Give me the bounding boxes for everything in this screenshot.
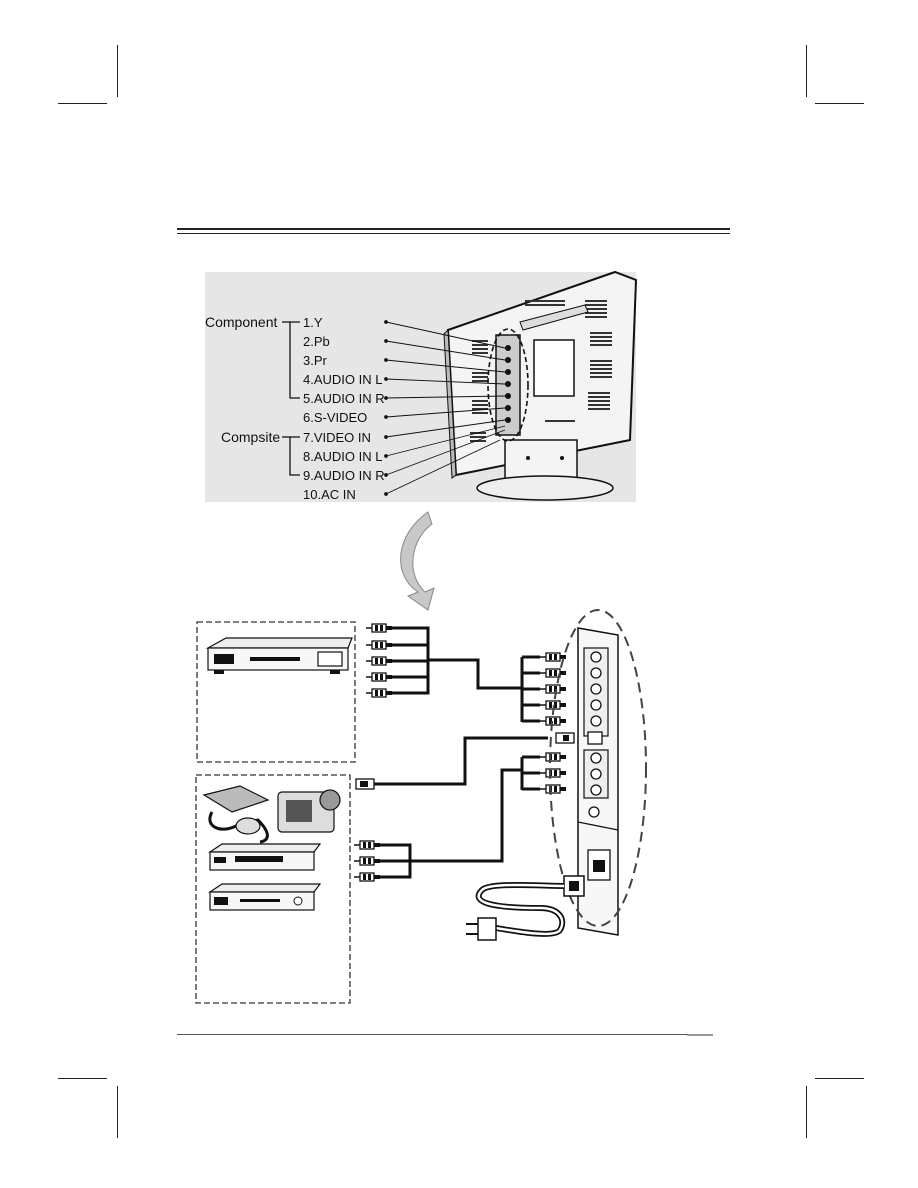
port-label-video-in: 7.VIDEO IN xyxy=(303,430,371,445)
panel-side-plugs xyxy=(539,652,575,794)
component-device-box xyxy=(196,621,356,763)
curved-arrow xyxy=(400,511,435,611)
panel-highlight-ellipse xyxy=(549,609,647,927)
dvd-player-icon xyxy=(205,637,353,674)
monitor-rear-figure: Component Compsite 1.Y 2.Pb 3.Pr 4.AUDIO… xyxy=(205,270,638,502)
port-label-audio-in-l: 4.AUDIO IN L xyxy=(303,372,382,387)
leader-lines xyxy=(384,320,506,496)
crop-mark-bottom-left-v xyxy=(117,1086,118,1138)
port-label-pb: 2.Pb xyxy=(303,334,330,349)
composite-bracket xyxy=(289,436,300,476)
header-rule-thick xyxy=(177,228,730,230)
group-label-component: Component xyxy=(205,314,277,330)
s-video-cable xyxy=(355,736,548,790)
video-game-console-icon xyxy=(202,785,270,844)
crop-mark-bottom-right-h xyxy=(815,1078,864,1079)
crop-mark-top-left-v xyxy=(117,45,118,97)
composite-cable xyxy=(353,755,540,882)
crop-mark-top-right-v xyxy=(806,45,807,97)
port-label-audio-in-r-2: 9.AUDIO IN R xyxy=(303,468,385,483)
composite-device-box xyxy=(195,774,351,1004)
port-label-pr: 3.Pr xyxy=(303,353,328,368)
port-highlight-ellipse xyxy=(487,328,529,442)
header-rule-thin xyxy=(177,233,730,234)
connection-figure xyxy=(195,609,647,1004)
crop-mark-top-left-h xyxy=(58,103,107,104)
port-label-y: 1.Y xyxy=(303,315,323,330)
footer-rule-end xyxy=(687,1034,713,1036)
port-label-ac-in: 10.AC IN xyxy=(303,487,356,502)
port-label-audio-in-r: 5.AUDIO IN R xyxy=(303,391,385,406)
crop-mark-bottom-right-v xyxy=(806,1086,807,1138)
port-label-s-video: 6.S-VIDEO xyxy=(303,410,367,425)
component-cable xyxy=(365,623,540,723)
footer-rule xyxy=(177,1034,687,1035)
component-bracket xyxy=(289,321,300,399)
ac-power-cord xyxy=(466,875,585,941)
group-label-composite: Compsite xyxy=(221,429,280,445)
crop-mark-top-right-h xyxy=(815,103,864,104)
dvd-player-2-icon xyxy=(208,883,322,911)
port-label-audio-in-l-2: 8.AUDIO IN L xyxy=(303,449,382,464)
vcr-icon xyxy=(208,843,322,871)
camcorder-icon xyxy=(277,789,341,833)
monitor-side-panel xyxy=(577,627,619,936)
crop-mark-bottom-left-h xyxy=(58,1078,107,1079)
